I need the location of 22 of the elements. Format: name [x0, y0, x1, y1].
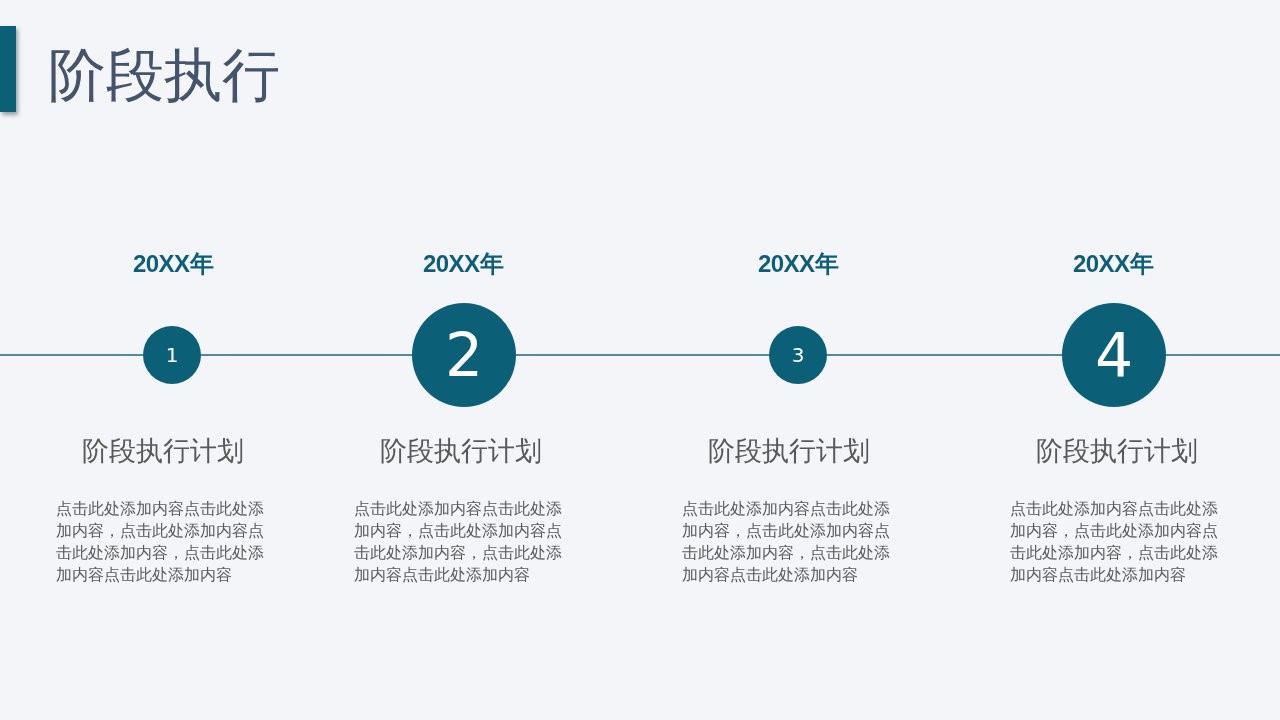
step-circle: 3	[769, 326, 827, 384]
stage-description: 点击此处添加内容点击此处添加内容，点击此处添加内容点击此处添加内容，点击此处添加内容点击此处添加内容	[682, 498, 891, 586]
timeline-line	[1165, 354, 1280, 356]
stage-heading: 阶段执行计划	[380, 434, 542, 468]
stage-description: 点击此处添加内容点击此处添加内容，点击此处添加内容点击此处添加内容，点击此处添加内容点击此处添加内容	[1010, 498, 1219, 586]
step-circle: 2	[412, 303, 516, 407]
slide-title: 阶段执行	[48, 40, 280, 110]
step-circle: 1	[143, 326, 201, 384]
timeline-line	[0, 354, 144, 356]
year-label: 20XX年	[1072, 249, 1154, 279]
year-label: 20XX年	[757, 249, 839, 279]
timeline-line	[200, 354, 413, 356]
stage-heading: 阶段执行计划	[82, 434, 244, 468]
timeline-line	[826, 354, 1063, 356]
year-label: 20XX年	[132, 249, 214, 279]
stage-heading: 阶段执行计划	[708, 434, 870, 468]
step-circle: 4	[1062, 303, 1166, 407]
year-label: 20XX年	[422, 249, 504, 279]
stage-description: 点击此处添加内容点击此处添加内容，点击此处添加内容点击此处添加内容，点击此处添加内容点击此处添加内容	[354, 498, 563, 586]
stage-description: 点击此处添加内容点击此处添加内容，点击此处添加内容点击此处添加内容，点击此处添加内容点击此处添加内容	[56, 498, 265, 586]
timeline-line	[515, 354, 770, 356]
stage-heading: 阶段执行计划	[1036, 434, 1198, 468]
